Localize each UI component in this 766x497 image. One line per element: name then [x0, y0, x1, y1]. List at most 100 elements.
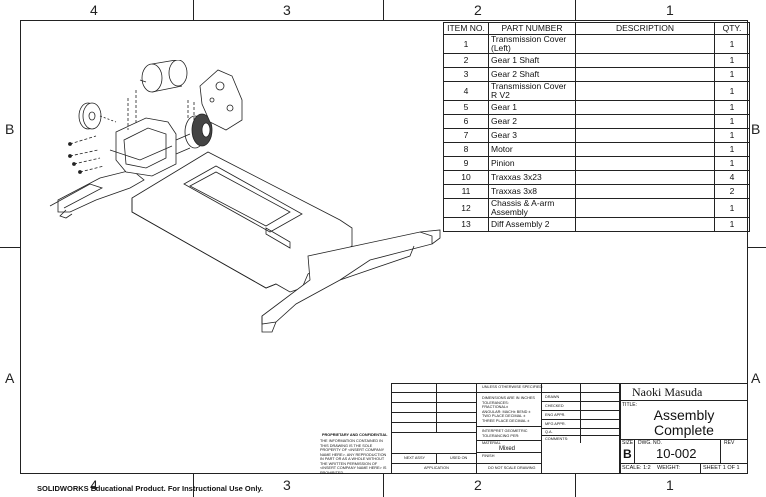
next-assy-label: NEXT ASSY [404, 456, 426, 460]
zone-divider [575, 474, 576, 497]
rev-label: REV [724, 440, 735, 446]
bom-part-number: Gear 2 Shaft [488, 67, 576, 82]
bom-item-no: 10 [443, 170, 489, 185]
zone-label-bottom: 2 [474, 477, 482, 493]
bom-part-number: Gear 1 [488, 100, 576, 115]
zone-divider [575, 0, 576, 20]
bom-item-no: 2 [443, 53, 489, 68]
bom-part-number: Diff Assembly 2 [488, 217, 576, 232]
bom-description [575, 100, 715, 115]
bom-qty: 1 [714, 100, 750, 115]
drawing-title: Assembly Complete [620, 408, 748, 438]
bom-qty: 1 [714, 217, 750, 232]
zone-label-top: 2 [474, 2, 482, 18]
qa-label: Q.A. [545, 430, 553, 434]
bom-item-no: 1 [443, 34, 489, 54]
dimension-note: TOLERANCES: [482, 400, 509, 405]
zone-divider [0, 247, 20, 248]
bom-qty: 1 [714, 156, 750, 171]
bom-qty: 4 [714, 170, 750, 185]
bom-item-no: 4 [443, 81, 489, 101]
bom-description [575, 34, 715, 54]
size-label: SIZE [622, 440, 634, 446]
title-label: TITLE: [622, 402, 638, 408]
bom-description [575, 114, 715, 129]
bom-part-number: Gear 2 [488, 114, 576, 129]
sheet-label: SHEET 1 OF 1 [703, 465, 740, 471]
bom-part-number: Transmission Cover R V2 [488, 81, 576, 101]
bom-part-number: Pinion [488, 156, 576, 171]
eng-appr-label: ENG APPR. [545, 413, 566, 417]
zone-divider [748, 247, 766, 248]
bom-qty: 1 [714, 67, 750, 82]
dwg-no-value: 10-002 [656, 446, 697, 461]
proprietary-text: THE INFORMATION CONTAINED IN THIS DRAWIN… [320, 439, 387, 475]
assembly-isometric-view [49, 60, 441, 333]
bom-qty: 1 [714, 81, 750, 101]
bom-item-no: 12 [443, 198, 489, 218]
zone-divider [383, 0, 384, 20]
bom-qty: 1 [714, 142, 750, 157]
comments-label: COMMENTS: [545, 437, 569, 441]
mfg-appr-label: MFG APPR. [545, 422, 566, 426]
bom-qty: 1 [714, 34, 750, 54]
bom-header: ITEM NO. [443, 22, 489, 35]
dimension-note: ANGULAR: MACH± BEND ± [482, 409, 531, 414]
zone-label-left: B [5, 121, 15, 137]
drawn-label: DRAWN [545, 395, 560, 399]
zone-label-right: B [751, 121, 761, 137]
zone-label-bottom: 1 [666, 477, 674, 493]
zone-divider [193, 474, 194, 497]
bom-part-number: Chassis & A-arm Assembly [488, 198, 576, 218]
dimension-note: TWO PLACE DECIMAL ± [482, 414, 526, 418]
finish-label: FINISH [482, 454, 495, 458]
checked-label: CHECKED [545, 404, 564, 408]
material-value: Mixed [499, 446, 516, 452]
bom-qty: 1 [714, 53, 750, 68]
bom-part-number: Traxxas 3x23 [488, 170, 576, 185]
solidworks-footer: SOLIDWORKS Educational Product. For Inst… [37, 484, 264, 493]
proprietary-title: PROPRIETARY AND CONFIDENTIAL [322, 433, 388, 437]
bom-description [575, 170, 715, 185]
bom-qty: 1 [714, 128, 750, 143]
bom-description [575, 67, 715, 82]
dimension-note: FRACTIONAL± [482, 405, 509, 409]
interpret-text: INTERPRET GEOMETRIC TOLERANCING PER: [482, 429, 528, 438]
zone-label-top: 1 [666, 2, 674, 18]
drawing-title-line2: Complete [654, 422, 714, 438]
bom-header: PART NUMBER [488, 22, 576, 35]
bom-description [575, 81, 715, 101]
bom-qty: 2 [714, 184, 750, 199]
author-name: Naoki Masuda [632, 385, 703, 399]
bom-description [575, 53, 715, 68]
bom-item-no: 7 [443, 128, 489, 143]
bom-description [575, 142, 715, 157]
bom-description [575, 217, 715, 232]
title-block [620, 383, 748, 474]
application-label: APPLICATION [424, 466, 449, 470]
bom-item-no: 9 [443, 156, 489, 171]
bom-header: QTY. [714, 22, 750, 35]
bom-item-no: 6 [443, 114, 489, 129]
zone-label-bottom: 3 [283, 477, 291, 493]
bom-qty: 1 [714, 198, 750, 218]
bom-item-no: 13 [443, 217, 489, 232]
bom-part-number: Gear 1 Shaft [488, 53, 576, 68]
bom-part-number: Traxxas 3x8 [488, 184, 576, 199]
zone-label-top: 3 [283, 2, 291, 18]
zone-divider [193, 0, 194, 20]
zone-label-top: 4 [90, 2, 98, 18]
scale-label: SCALE: 1:2 [622, 465, 651, 471]
drawing-frame [20, 20, 748, 474]
unless-text: UNLESS OTHERWISE SPECIFIED: [482, 385, 544, 389]
